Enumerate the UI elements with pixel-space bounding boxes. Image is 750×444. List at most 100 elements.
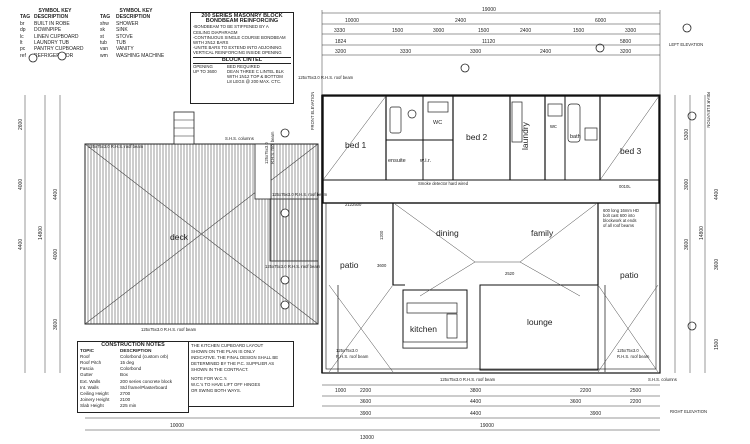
label-right-elevation: RIGHT ELEVATION xyxy=(670,409,707,414)
dim-right: 3600 xyxy=(714,259,720,270)
room-bath: bath xyxy=(570,134,581,140)
note-value: 2700 xyxy=(120,390,131,396)
dim-top-2: 3330 xyxy=(334,28,345,34)
label-dim-3600: 3600 xyxy=(377,263,387,268)
label-dim-1200: 1200 xyxy=(379,230,384,240)
note-value: DESCRIPTION xyxy=(120,348,152,354)
key-tag: st xyxy=(100,33,104,40)
symbol-key-left-title: SYMBOL KEY xyxy=(38,8,72,14)
note-value: 15 deg xyxy=(120,360,135,366)
dim-bottom-2: 3600 xyxy=(570,399,581,405)
label-dp-note-2: bolt cast 600 into xyxy=(603,213,635,218)
label-roof-beam-top: 125x75x3.0 R.H.S. roof beam xyxy=(298,75,354,80)
dimension-lines xyxy=(24,10,706,431)
lintel-bed-2: WITH 1N12 TOP & BOTTOM xyxy=(227,74,283,80)
dim-left: 4400 xyxy=(53,189,59,200)
kitchen-note-line: THE KITCHEN CUPBOARD LAYOUT xyxy=(191,343,264,348)
key-tag: pc xyxy=(20,46,26,53)
key-head-desc: DESCRIPTION xyxy=(116,14,151,21)
room-family: family xyxy=(531,228,554,238)
dim-top-overall: 19000 xyxy=(482,7,496,13)
key-desc: REFRIGERATOR xyxy=(34,52,74,59)
dim-top-2: 2400 xyxy=(520,28,531,34)
dim-top-2: 1500 xyxy=(478,28,489,34)
masonry-note: CEILING DIAPHRAGM xyxy=(193,29,238,35)
dim-left: 4000 xyxy=(53,249,59,260)
room-lounge: lounge xyxy=(527,317,553,327)
key-head-desc: DESCRIPTION xyxy=(34,14,69,21)
dim-top-3: 11120 xyxy=(482,39,495,45)
label-roof-beam-bottom-left-2: R.H.S. roof beam xyxy=(336,354,369,359)
label-shs-columns-deck: S.H.S. columns xyxy=(225,136,254,141)
dim-top-2: 1500 xyxy=(392,28,403,34)
note-value: 2100 xyxy=(120,396,131,402)
room-wc-1: WC xyxy=(433,120,442,126)
construction-notes-title: CONSTRUCTION NOTES xyxy=(101,342,165,348)
room-wir: w.i.r. xyxy=(419,158,431,164)
kitchen-note-line: DETERMINED BY THE P.C. SUPPLIER AS xyxy=(191,361,275,366)
dim-bottom-1: 2200 xyxy=(580,388,591,394)
lintel-bed-3: L8 LEGS @ 200 MAX. CTC. xyxy=(227,79,282,85)
roof-diagonals xyxy=(322,95,660,373)
label-rear-elevation: REAR ELEVATION xyxy=(706,92,711,128)
kitchen-note-line: INDICATIVE. THE FINAL DESIGN SHALL BE xyxy=(191,355,279,360)
key-desc: TUB xyxy=(116,40,126,47)
key-tag: dp xyxy=(20,27,26,34)
note-key: Roof Pitch xyxy=(80,360,102,366)
label-dp-note-1: 600 long 16mm HD xyxy=(603,208,639,213)
label-front-elevation: FRONT ELEVATION xyxy=(310,92,315,130)
note-key: Gutter xyxy=(80,372,93,378)
room-patio-right: patio xyxy=(620,270,639,280)
masonry-note: -UNITE BARS TO EXTEND INTO ADJOINING xyxy=(193,45,282,51)
lintel-opening: UP TO 3600 xyxy=(193,69,217,75)
vanity xyxy=(427,101,449,113)
dim-bottom-4: 19000 xyxy=(480,423,494,429)
fixtures xyxy=(389,101,598,349)
key-desc: PANTRY CUPBOARD xyxy=(34,46,84,53)
dim-right: 3000 xyxy=(684,179,690,190)
key-tag: br xyxy=(20,20,25,27)
masonry-note: -BONDBEAM TO BE STIFFENED BY A xyxy=(193,24,269,30)
key-desc: LAUNDRY TUB xyxy=(34,40,70,47)
label-shs-columns-bottom: S.H.S. columns xyxy=(648,377,677,382)
kitchen-cupboard-note: THE KITCHEN CUPBOARD LAYOUT SHOWN ON THE… xyxy=(188,341,294,407)
dim-bottom-2: 3600 xyxy=(360,399,371,405)
label-roof-beam-deck-right-2: 125x75x3.0 R.H.S. roof beam xyxy=(265,264,321,269)
room-kitchen: kitchen xyxy=(410,324,437,334)
masonry-block-notes: 200 SERIES MASONRY BLOCK BONDBEAM REINFO… xyxy=(190,12,294,104)
lintel-head-b: BED REQUIRED xyxy=(227,63,260,69)
room-patio-left: patio xyxy=(340,260,359,270)
room-deck: deck xyxy=(170,232,189,242)
bathtub xyxy=(567,103,581,143)
masonry-title-1: 200 SERIES MASONRY BLOCK xyxy=(201,13,283,19)
dim-top-1: 10000 xyxy=(345,18,359,24)
note-value: Colorbond xyxy=(120,366,142,372)
note-value: Box xyxy=(120,372,128,378)
dim-top-4: 3330 xyxy=(400,49,411,55)
key-tag: wm xyxy=(100,52,108,59)
kitchen-island xyxy=(446,313,458,339)
room-wc-2: wc xyxy=(549,124,557,130)
key-head-tag: TAG xyxy=(20,14,31,21)
kitchen-note-line: W.C.'s TO HAVE LIFT OFF HINGES xyxy=(191,382,261,387)
note-key: Slab Height xyxy=(80,402,104,408)
label-roof-beam-mid-2: R.H.S. roof beam xyxy=(270,131,275,164)
label-roof-beam-deck-right: 125x75x3.0 R.H.S. roof beam xyxy=(272,192,328,197)
dim-right: 5300 xyxy=(684,129,690,140)
key-tag: lt xyxy=(20,40,23,47)
label-dp-note-3: blockwork at ends xyxy=(603,218,637,223)
note-key: Ceiling Height xyxy=(80,390,109,396)
kitchen-note-line: SHOWN IN THE CONTRACT. xyxy=(191,367,249,372)
room-bed-3: bed 3 xyxy=(620,146,642,156)
dim-top-4: 3200 xyxy=(620,49,631,55)
label-roof-beam-deck-bottom: 125x75x3.0 R.H.S. roof beam xyxy=(141,327,197,332)
kitchen-note-line: SHOWN ON THE PLAN IS ONLY xyxy=(191,349,256,354)
key-desc: LINEN CUPBOARD xyxy=(34,33,79,40)
dim-left: 4000 xyxy=(18,179,24,190)
elevation-markers xyxy=(28,23,697,331)
dim-right: 3600 xyxy=(684,239,690,250)
lintel-title: BLOCK LINTEL xyxy=(221,56,263,63)
label-left-elevation: LEFT ELEVATION xyxy=(669,42,703,47)
